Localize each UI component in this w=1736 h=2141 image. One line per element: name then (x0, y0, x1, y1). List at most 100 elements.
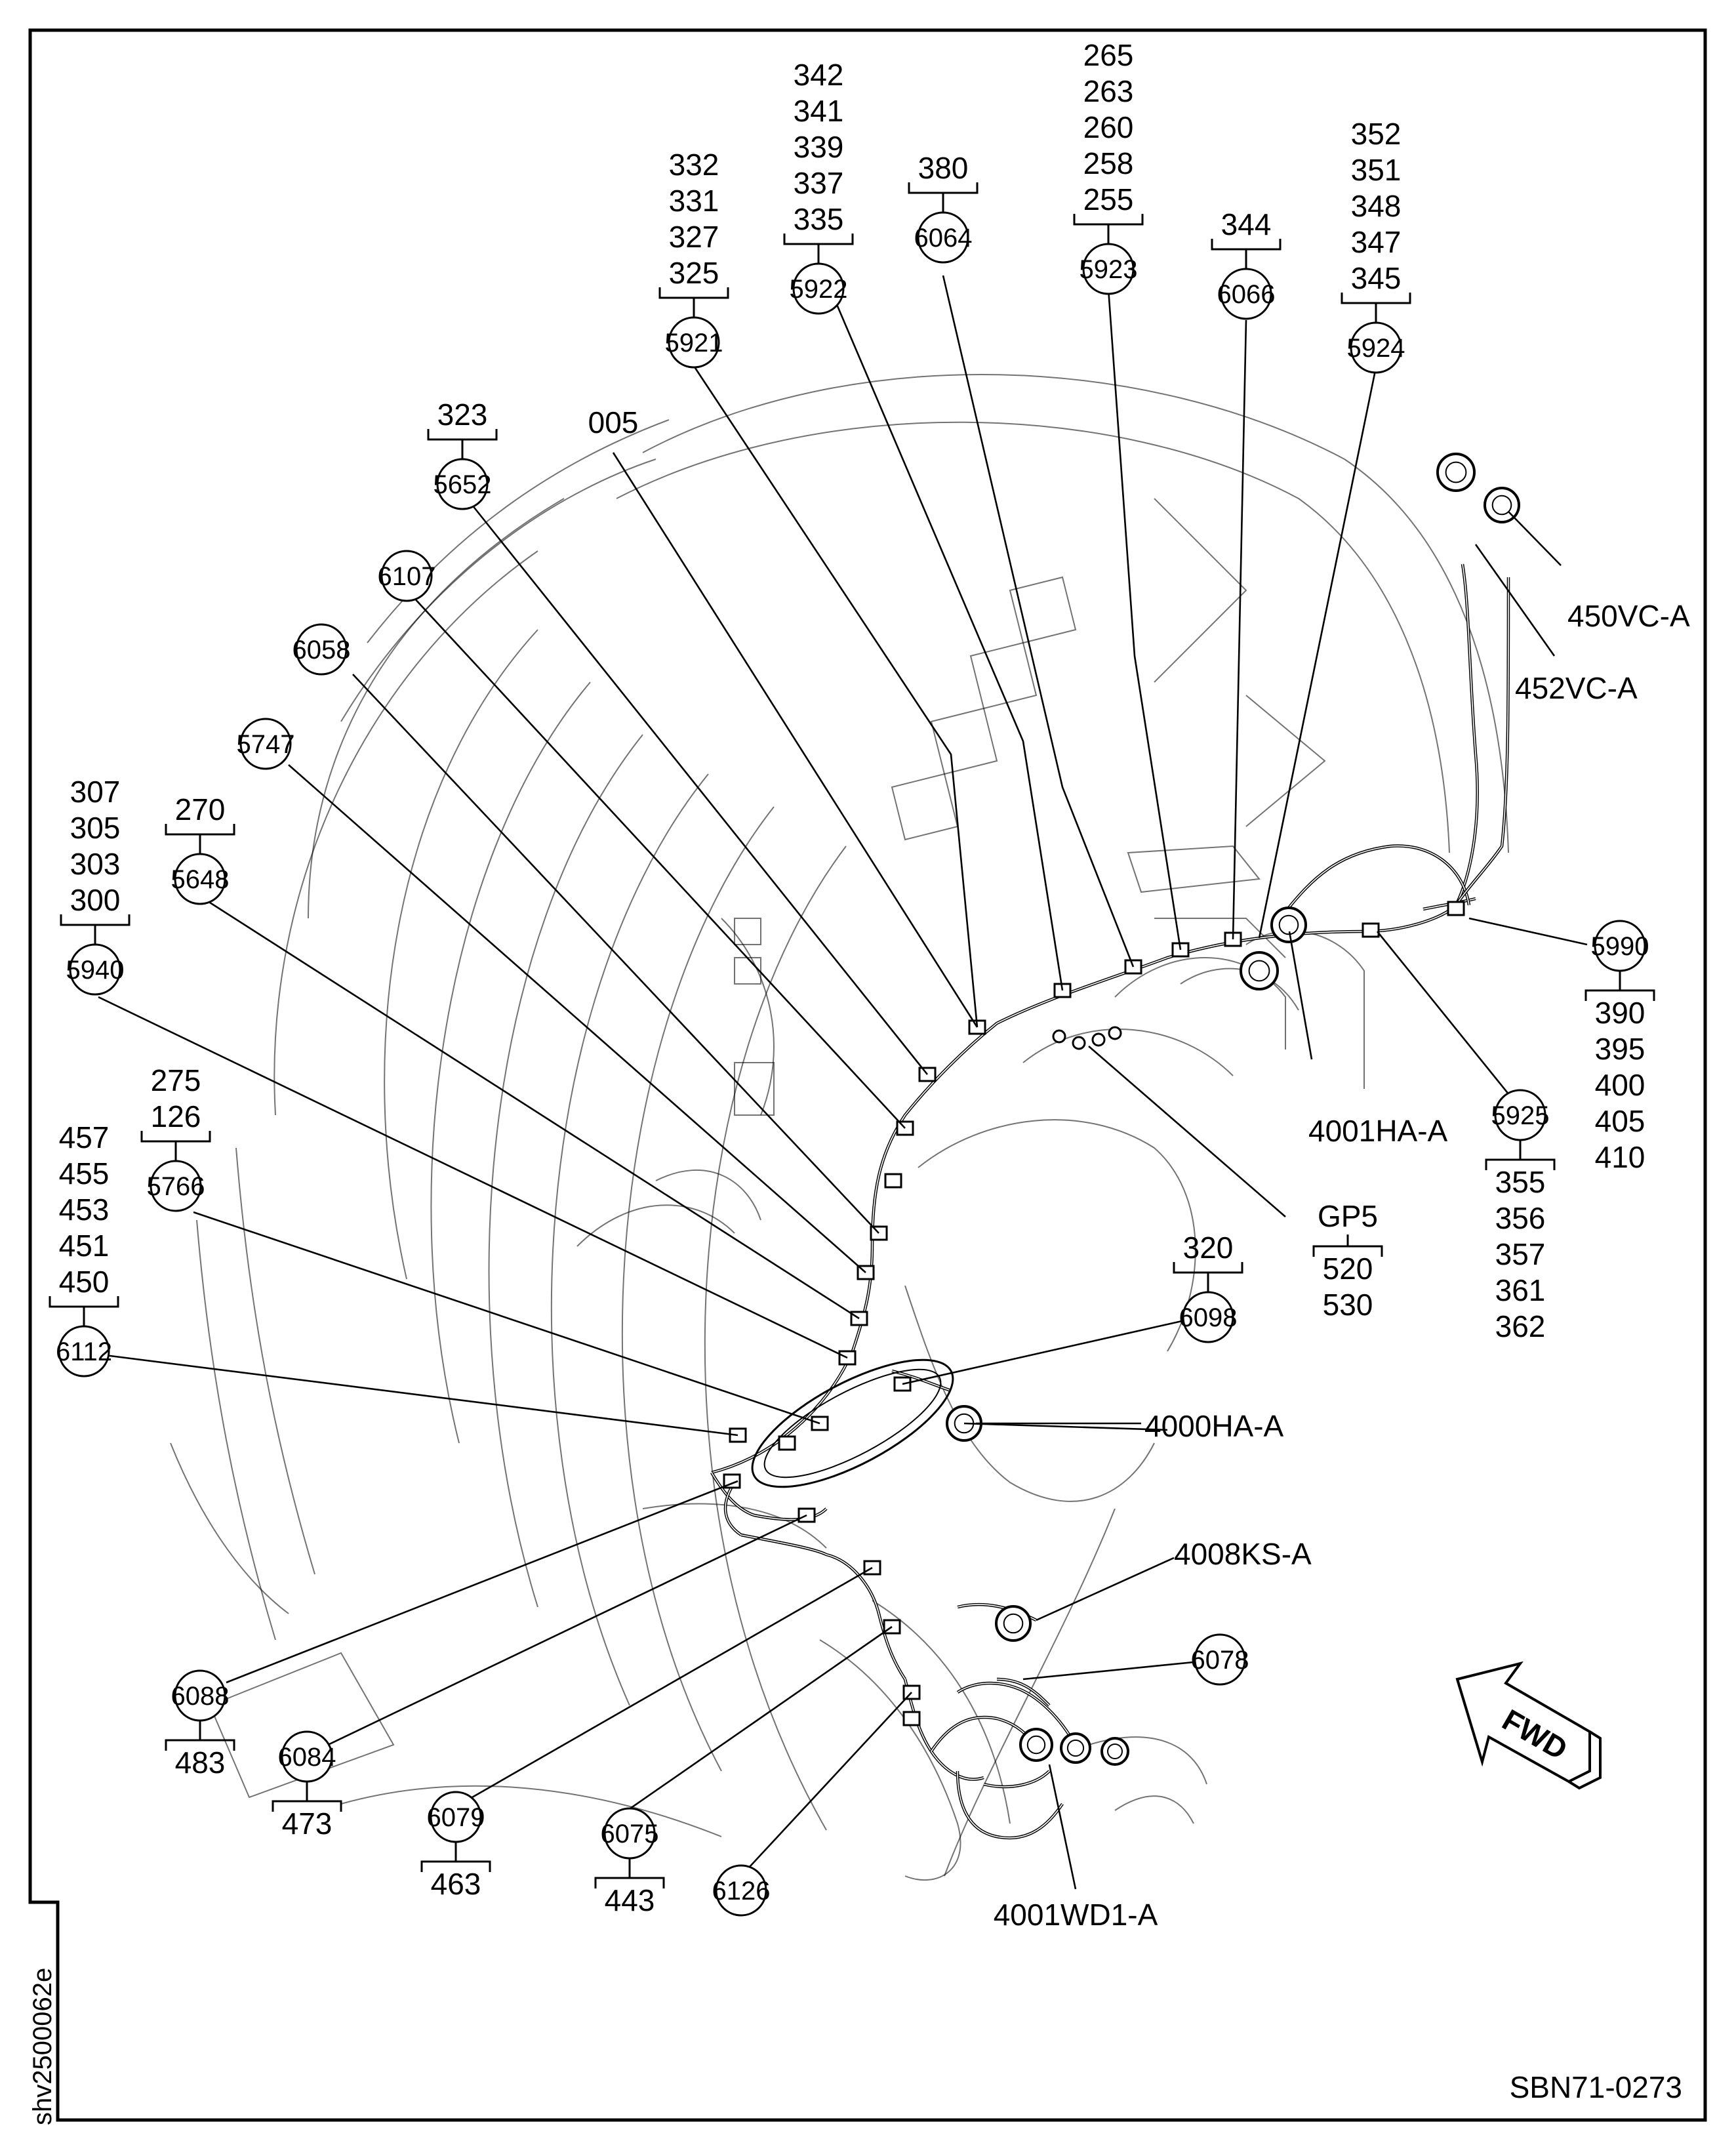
drawing-frame (28, 28, 1707, 2122)
leader-line (942, 275, 1135, 968)
sheet-reference: SBN71-0273 (1510, 2070, 1682, 2104)
harness-segment (956, 1770, 1064, 1840)
callout-6088: 6088 483 (165, 1669, 235, 1780)
callout-bubble (295, 623, 348, 676)
callout-number: 6058 (293, 636, 351, 664)
leader-line (835, 302, 1064, 991)
callout-bracket (1211, 239, 1282, 269)
callout-item: 410 (1595, 1140, 1645, 1174)
label-text: 4001HA-A (1308, 1114, 1448, 1148)
connector-4008ks-a-inner (1003, 1613, 1024, 1634)
leader-line (104, 1354, 738, 1437)
leader-line (413, 596, 906, 1129)
callout-number: 6112 (56, 1337, 112, 1366)
callout-item: 352 (1351, 117, 1402, 151)
callout-number: 6084 (278, 1743, 336, 1772)
callout-6126: 6126 (712, 1864, 770, 1917)
callout-bracket (165, 824, 235, 854)
label-4001ha-a: 4001HA-A (1308, 1114, 1448, 1148)
leader-line (98, 996, 848, 1359)
connector-450vc-a-inner (1445, 461, 1467, 483)
ground-stud (1052, 1029, 1066, 1044)
callout-item: 300 (70, 883, 121, 917)
callout-bracket (1585, 971, 1655, 1001)
callout-item: 357 (1495, 1237, 1546, 1271)
leader-line (963, 1422, 1168, 1431)
callout-item: 345 (1351, 261, 1402, 295)
callout-item: 453 (59, 1193, 110, 1227)
leader-line (1048, 1764, 1077, 1890)
harness-segment (1284, 844, 1471, 913)
callout-bracket (420, 1842, 491, 1872)
label-text: 005 (588, 405, 639, 439)
label-4000ha-a: 4000HA-A (1144, 1409, 1284, 1443)
harness-clamp (1362, 922, 1380, 938)
label-text: 4008KS-A (1174, 1537, 1312, 1571)
label-item: 530 (1323, 1288, 1373, 1322)
leader-line (1107, 288, 1182, 950)
harness-segment-highlight (957, 1770, 1063, 1839)
callout-number: 5922 (790, 275, 848, 304)
leader-line (209, 901, 860, 1320)
label-text: 4000HA-A (1144, 1409, 1284, 1443)
text-label-group: 005450VC-A452VC-A4001HA-AGP55205304000HA… (588, 405, 1690, 1932)
callout-number: 6107 (378, 562, 436, 591)
leader-line (1474, 544, 1556, 657)
callout-6078: 6078 (1191, 1633, 1249, 1686)
callout-item: 265 (1083, 38, 1134, 72)
leader-line (352, 674, 879, 1234)
callout-item: 347 (1351, 225, 1402, 259)
callout-item: 275 (151, 1063, 201, 1097)
leader-line (1232, 319, 1247, 940)
callout-number: 6075 (601, 1820, 659, 1848)
callout-item: 332 (669, 148, 719, 182)
callout-bubble (239, 718, 292, 770)
callout-number: 6066 (1217, 280, 1276, 309)
callout-bracket (908, 182, 979, 213)
harness-segment-highlight (1455, 563, 1478, 906)
callout-number: 6088 (171, 1682, 230, 1711)
callout-item: 450 (59, 1265, 110, 1299)
harness-segment-highlight (996, 1679, 1050, 1706)
flange-ring-inner (763, 1368, 942, 1478)
callout-bracket (272, 1782, 342, 1812)
callout-item: 451 (59, 1229, 110, 1263)
callout-item: 258 (1083, 146, 1134, 180)
callout-item: 395 (1595, 1032, 1645, 1066)
callout-item: 356 (1495, 1201, 1546, 1235)
harness-segment (740, 1533, 906, 1681)
harness-segment-highlight (1285, 845, 1470, 912)
harness-clamp (778, 1435, 796, 1451)
connector-4001wd1-c-inner (1107, 1743, 1123, 1759)
callout-item: 483 (175, 1745, 226, 1780)
callout-number: 5747 (237, 730, 295, 759)
harness-segment-highlight (711, 905, 1457, 1473)
callout-bracket (783, 234, 854, 264)
leader-line (193, 1211, 820, 1425)
callout-item: 263 (1083, 74, 1134, 108)
callout-item: 348 (1351, 189, 1402, 223)
label-4008ks-a: 4008KS-A (1174, 1537, 1312, 1571)
callout-bracket (427, 429, 498, 459)
callout-number: 5766 (147, 1172, 205, 1201)
leader-line (472, 1566, 873, 1799)
callout-bracket (140, 1131, 211, 1161)
callout-item: 473 (282, 1806, 333, 1841)
harness-segment (711, 904, 1457, 1475)
leader-line (740, 1692, 912, 1877)
leader-line (1088, 1046, 1286, 1217)
drawing-id: shv2500062e (28, 1968, 57, 2125)
callout-6058: 6058 (293, 623, 351, 676)
leader-line (1508, 511, 1562, 566)
